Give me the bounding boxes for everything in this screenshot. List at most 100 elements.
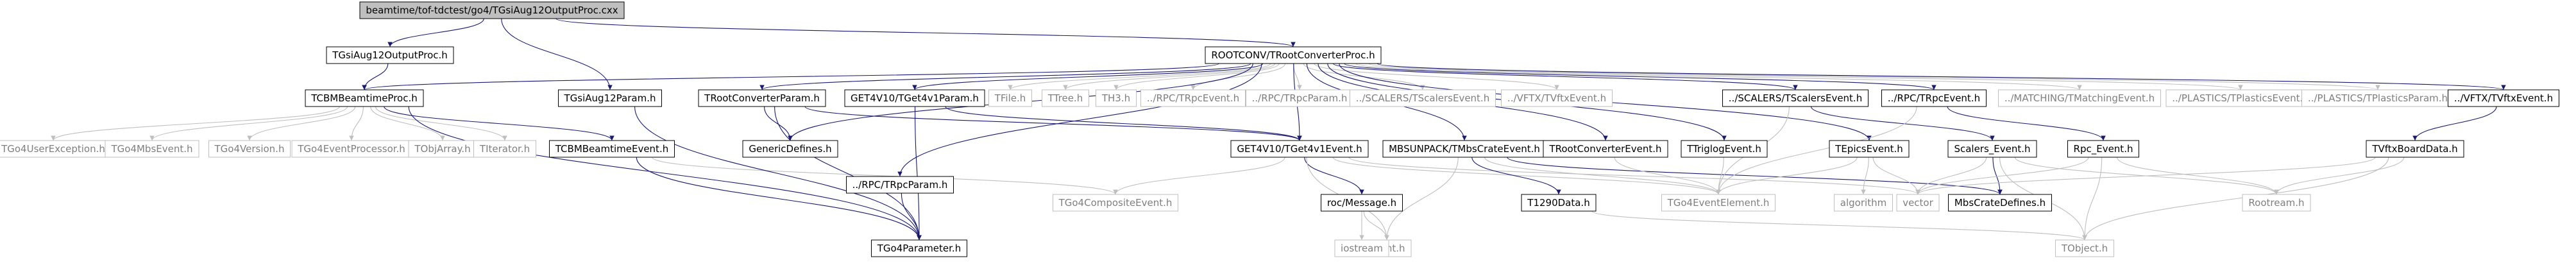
dependency-edge [51,106,340,141]
header-node[interactable]: TTriglogEvent.h [1681,140,1768,158]
node-box [1321,194,1403,212]
header-node[interactable]: GenericDefines.h [742,140,838,158]
node-label: GET4V10/TGet4v1Event.h [1237,143,1362,155]
external-header-node[interactable]: TIterator.h [473,140,536,158]
node-label: ../RPC/TRpcEvent.h [1888,92,1980,104]
node-box [844,89,985,107]
node-box [1246,89,1353,107]
dependency-edge [370,106,445,141]
header-node[interactable]: GET4V10/TGet4v1Event.h [1230,140,1369,158]
external-header-node[interactable]: ../PLASTICS/TPlasticsEvent.h [2165,89,2316,107]
dependency-edge [1811,106,1995,141]
external-header-node[interactable]: ../RPC/TRpcParam.h [1246,89,1353,107]
external-header-node[interactable]: TH3.h [1096,89,1137,107]
header-node[interactable]: Rpc_Event.h [2067,140,2139,158]
node-label: TGo4Parameter.h [877,243,961,254]
node-box [305,89,424,107]
header-node[interactable]: Scalers_Event.h [1947,140,2037,158]
header-node[interactable]: TGsiAug12OutputProc.h [326,46,454,64]
header-node[interactable]: ../RPC/TRpcEvent.h [1881,89,1987,107]
node-box [2301,89,2454,107]
dependency-edge [804,106,1302,141]
external-header-node[interactable]: vector [1896,194,1940,212]
node-label: TEpicsEvent.h [1835,143,1903,155]
header-node[interactable]: GET4V10/TGet4v1Param.h [844,89,985,107]
dependency-edge [634,106,922,241]
node-box [1334,239,1389,257]
header-node[interactable]: ROOTCONV/TRootConverterProc.h [1205,46,1382,64]
node-label: GET4V10/TGet4v1Param.h [851,92,979,104]
node-label: iostream [1341,243,1383,254]
dependency-edge [2412,106,2497,141]
external-header-node[interactable]: TFile.h [988,89,1032,107]
dependency-edge [349,106,364,141]
dependency-edge [1314,63,1559,90]
header-node[interactable]: roc/Message.h [1321,194,1403,212]
dependency-edge [1915,157,2376,195]
node-box [742,140,838,158]
node-label: ../MATCHING/TMatchingEvent.h [2004,92,2155,104]
node-label: TRootConverterEvent.h [1548,143,1661,155]
node-label: TGo4UserException.h [1,143,105,155]
header-node[interactable]: TGo4Parameter.h [871,239,967,257]
external-header-node[interactable]: TGo4Version.h [208,140,291,158]
external-header-node[interactable]: TGo4UserException.h [0,140,112,158]
dependency-edge [1333,63,1798,90]
header-node[interactable]: TCBMBeamtimeProc.h [305,89,424,107]
dependency-edge [1716,157,1858,195]
node-box [1661,194,1775,212]
external-header-node[interactable]: TObject.h [2055,239,2114,257]
node-label: MBSUNPACK/TMbsCrateEvent.h [1389,143,1540,155]
dependency-edge [1861,157,1869,195]
dependency-edge [2082,157,2389,241]
external-header-node[interactable]: TGo4EventElement.h [1661,194,1775,212]
header-node[interactable]: MBSUNPACK/TMbsCrateEvent.h [1382,140,1546,158]
external-header-node[interactable]: ../PLASTICS/TPlasticsParam.h [2301,89,2454,107]
node-box [988,89,1032,107]
dependency-edge [362,63,1219,90]
external-header-node[interactable]: TGo4EventProcessor.h [291,140,412,158]
node-layer: beamtime/tof-tdctest/go4/TGsiAug12Output… [0,1,2559,257]
header-node[interactable]: TCBMBeamtimeEvent.h [549,140,675,158]
node-label: TGsiAug12OutputProc.h [332,49,448,61]
node-box [1998,89,2161,107]
external-header-node[interactable]: ../RPC/TRpcEvent.h [1140,89,1246,107]
header-node[interactable]: TGsiAug12Param.h [558,89,662,107]
node-label: TH3.h [1101,92,1130,104]
dependency-edge [375,106,507,141]
header-node[interactable]: TEpicsEvent.h [1829,140,1910,158]
node-label: ../VFTX/TVftxEvent.h [2454,92,2553,104]
node-box [408,140,477,158]
header-node[interactable]: TVftxBoardData.h [2366,140,2464,158]
header-node[interactable]: TRootConverterEvent.h [1543,140,1668,158]
external-header-node[interactable]: TTree.h [1042,89,1089,107]
node-label: ../PLASTICS/TPlasticsEvent.h [2172,92,2309,104]
dependency-edge [912,63,1264,90]
dependency-edge [362,63,389,90]
dependency-edge [774,106,922,241]
dependency-edge [1614,157,1721,195]
node-label: GenericDefines.h [749,143,831,155]
external-header-node[interactable]: Rootream.h [2242,194,2311,212]
external-header-node[interactable]: iostream [1334,239,1389,257]
node-box [1947,140,2037,158]
header-node[interactable]: ../SCALERS/TScalersEvent.h [1722,89,1868,107]
header-node[interactable]: MbsCrateDefines.h [1948,194,2052,212]
node-label: ../RPC/TRpcEvent.h [1147,92,1239,104]
node-label: ../RPC/TRpcParam.h [1252,92,1348,104]
dependency-edge [1507,157,2003,195]
header-node[interactable]: T1290Data.h [1521,194,1597,212]
external-header-node[interactable]: TGo4MbsEvent.h [105,140,199,158]
external-header-node[interactable]: ../MATCHING/TMatchingEvent.h [1998,89,2161,107]
header-node[interactable]: ../VFTX/TVftxEvent.h [2448,89,2559,107]
external-header-node[interactable]: TGo4CompositeEvent.h [1053,194,1178,212]
external-header-node[interactable]: algorithm [1834,194,1893,212]
node-box [1350,89,1496,107]
external-header-node[interactable]: ../SCALERS/TScalersEvent.h [1350,89,1496,107]
external-header-node[interactable]: TObjArray.h [408,140,477,158]
header-node[interactable]: TRootConverterParam.h [698,89,826,107]
dependency-edge [763,106,793,141]
external-header-node[interactable]: ../VFTX/TVftxEvent.h [1501,89,1613,107]
header-node[interactable]: ../RPC/TRpcParam.h [846,176,954,194]
node-label: ../PLASTICS/TPlasticsParam.h [2308,92,2448,104]
